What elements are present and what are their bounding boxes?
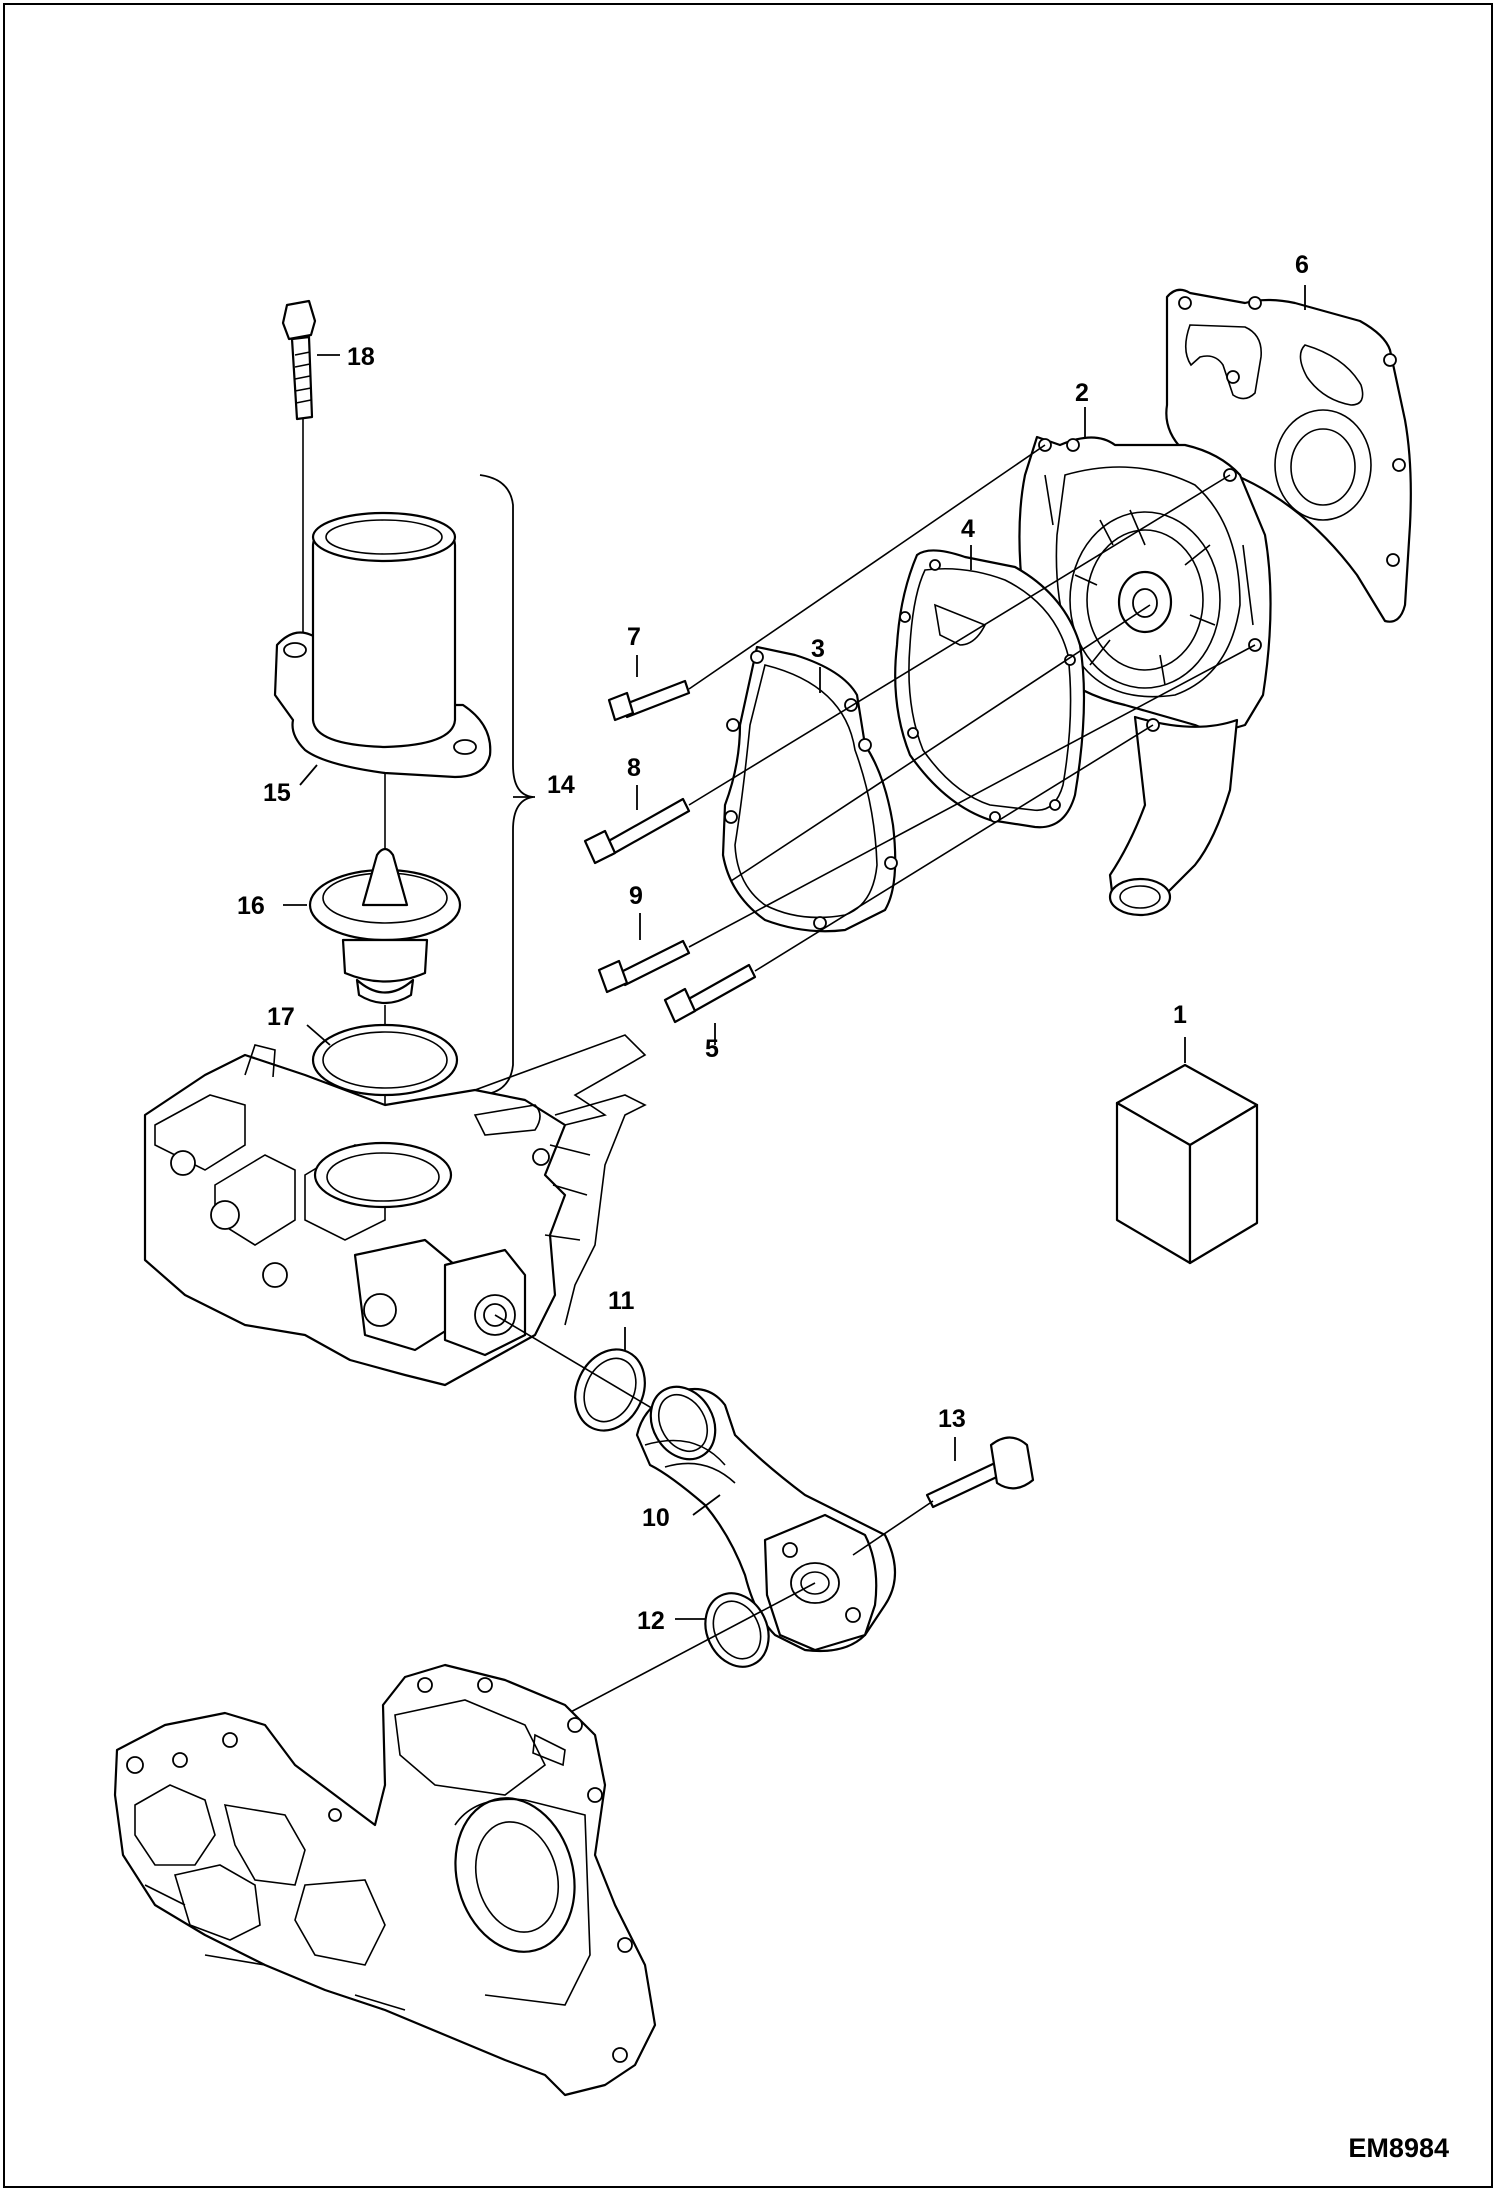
callout-2: 2 <box>1075 379 1089 407</box>
bolt-9 <box>597 939 691 994</box>
callout-16: 16 <box>237 892 265 920</box>
service-kit-box <box>1115 1063 1259 1265</box>
callout-labels: 1 2 3 4 5 6 7 8 9 10 11 12 13 14 15 16 1… <box>237 251 1309 1635</box>
rear-gasket <box>1165 288 1412 623</box>
callout-12: 12 <box>637 1607 665 1635</box>
o-ring-17 <box>311 1023 459 1097</box>
callout-8: 8 <box>627 754 641 782</box>
thermostat <box>308 847 462 1005</box>
callout-leaders <box>283 285 1306 1620</box>
drawing-code: EM8984 <box>1348 2133 1449 2163</box>
assembly-lines-pump <box>688 444 1256 972</box>
assembly-line-11 <box>494 1314 656 1411</box>
coolant-pipe <box>635 1385 896 1653</box>
callout-3: 3 <box>811 635 825 663</box>
callout-6: 6 <box>1295 251 1309 279</box>
o-ring-12 <box>704 1592 770 1668</box>
callout-15: 15 <box>263 779 291 807</box>
bolt-8 <box>583 797 691 865</box>
callout-13: 13 <box>938 1405 966 1433</box>
callout-1: 1 <box>1173 1001 1187 1029</box>
callout-17: 17 <box>267 1003 295 1031</box>
exploded-parts-diagram: 1 2 3 4 5 6 7 8 9 10 11 12 13 14 15 16 1… <box>113 251 1412 2097</box>
pump-gasket <box>894 549 1086 829</box>
assembly-line-13 <box>852 1500 934 1556</box>
engine-head-section <box>143 1034 647 1387</box>
callout-7: 7 <box>627 623 641 651</box>
callout-11: 11 <box>608 1287 635 1315</box>
front-timing-cover <box>113 1663 657 2097</box>
bolt-7 <box>607 679 691 722</box>
callout-5: 5 <box>705 1035 719 1063</box>
thermostat-housing <box>273 511 492 779</box>
callout-9: 9 <box>629 882 643 910</box>
bolt-5 <box>663 963 757 1024</box>
callout-10: 10 <box>642 1504 670 1532</box>
callout-14: 14 <box>547 771 575 799</box>
bolt-13 <box>925 1436 1035 1509</box>
bolt-18 <box>281 299 317 421</box>
assembly-bracket-14 <box>479 474 534 1096</box>
diagram-frame: 1 2 3 4 5 6 7 8 9 10 11 12 13 14 15 16 1… <box>3 3 1493 2188</box>
callout-4: 4 <box>961 515 975 543</box>
assembly-line-10-12 <box>564 1582 816 1716</box>
o-ring-11 <box>574 1348 646 1432</box>
callout-18: 18 <box>347 343 375 371</box>
